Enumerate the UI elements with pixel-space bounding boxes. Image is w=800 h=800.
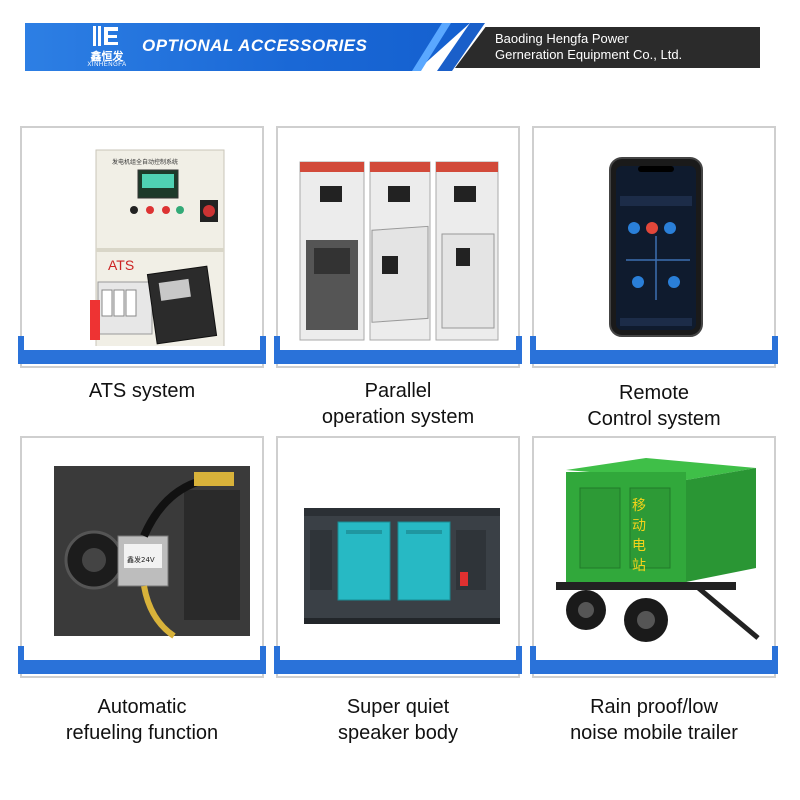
card-frame: ATS 发电机组全自动控制系统 bbox=[18, 126, 266, 370]
caption-line: refueling function bbox=[65, 722, 219, 744]
svg-text:发电机组全自动控制系统: 发电机组全自动控制系统 bbox=[112, 158, 178, 166]
svg-text:动: 动 bbox=[632, 518, 646, 534]
company-box bbox=[455, 27, 760, 68]
card-caption: Parallel operation system bbox=[268, 378, 528, 430]
caption-line: Control system bbox=[587, 408, 721, 430]
logo-cn-text: 鑫恒发 bbox=[90, 50, 124, 63]
caption-line: operation system bbox=[321, 406, 475, 428]
company-name-line: Gerneration Equipment Co., Ltd. bbox=[495, 47, 683, 62]
phone-app-image bbox=[546, 140, 762, 346]
refueling-pump-image: 鑫发24V bbox=[34, 450, 250, 656]
card-frame bbox=[530, 126, 778, 370]
logo-icon bbox=[93, 26, 118, 46]
caption-line: Rain proof/low bbox=[590, 696, 718, 718]
caption-line: Parallel bbox=[364, 380, 432, 402]
company-name: Baoding Hengfa Power Gerneration Equipme… bbox=[495, 31, 682, 63]
company-name-line: Baoding Hengfa Power bbox=[495, 31, 629, 46]
card-caption: Automatic refueling function bbox=[12, 694, 272, 746]
caption-line: ATS system bbox=[88, 380, 196, 402]
caption-line: speaker body bbox=[337, 722, 459, 744]
card-frame bbox=[274, 126, 522, 370]
card-frame: 移 动 电 站 bbox=[530, 436, 778, 680]
company-logo: 鑫恒发 XINHENGFA bbox=[82, 24, 132, 70]
svg-text:移: 移 bbox=[632, 498, 646, 514]
caption-line: Remote bbox=[618, 382, 690, 404]
card-frame: 鑫发24V bbox=[18, 436, 266, 680]
card-caption: Super quiet speaker body bbox=[268, 694, 528, 746]
ats-cabinet-image: ATS 发电机组全自动控制系统 bbox=[34, 140, 250, 346]
svg-text:电: 电 bbox=[632, 538, 646, 554]
logo-en-text: XINHENGFA bbox=[87, 62, 127, 68]
svg-text:鑫发24V: 鑫发24V bbox=[127, 555, 155, 564]
trailer-generator-image: 移 动 电 站 bbox=[546, 450, 762, 656]
card-caption: ATS system bbox=[12, 378, 272, 404]
caption-line: noise mobile trailer bbox=[570, 722, 738, 744]
parallel-cabinets-image bbox=[290, 140, 506, 346]
svg-text:站: 站 bbox=[632, 558, 646, 574]
card-caption: Rain proof/low noise mobile trailer bbox=[524, 694, 784, 746]
page-title: OPTIONAL ACCESSORIES bbox=[142, 36, 368, 55]
silent-generator-image bbox=[290, 450, 506, 656]
caption-line: Super quiet bbox=[346, 696, 450, 718]
header-banner: Baoding Hengfa Power Gerneration Equipme… bbox=[0, 0, 800, 100]
card-caption: Remote Control system bbox=[524, 380, 784, 432]
caption-line: Automatic bbox=[97, 696, 187, 718]
panel-ats-text: ATS bbox=[108, 257, 134, 273]
card-frame bbox=[274, 436, 522, 680]
